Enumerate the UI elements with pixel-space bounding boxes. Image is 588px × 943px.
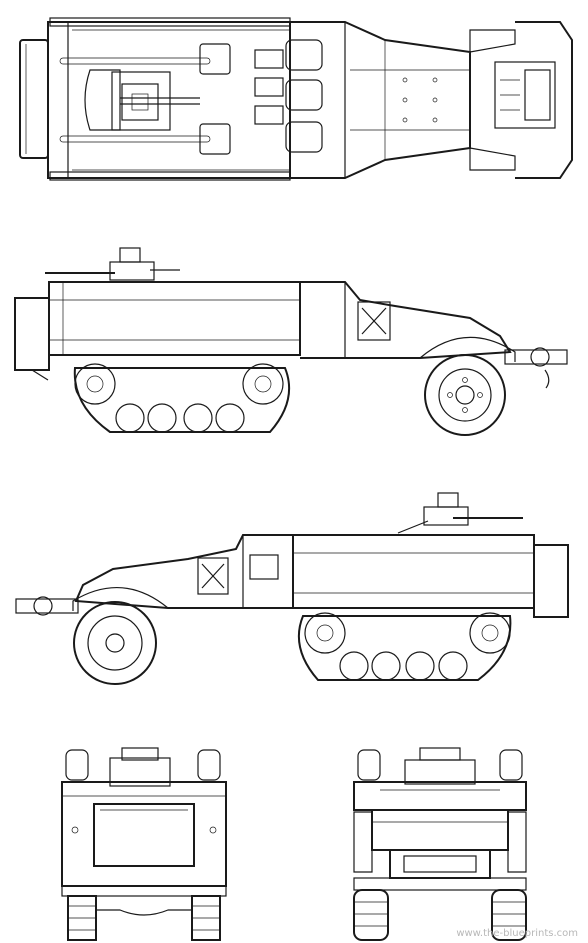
watermark: www.the-blueprints.com (456, 928, 578, 939)
rear-view (61, 747, 227, 941)
left-side-view (14, 247, 568, 436)
top-view (19, 17, 573, 181)
front-view (353, 747, 527, 941)
right-side-view (15, 492, 569, 685)
